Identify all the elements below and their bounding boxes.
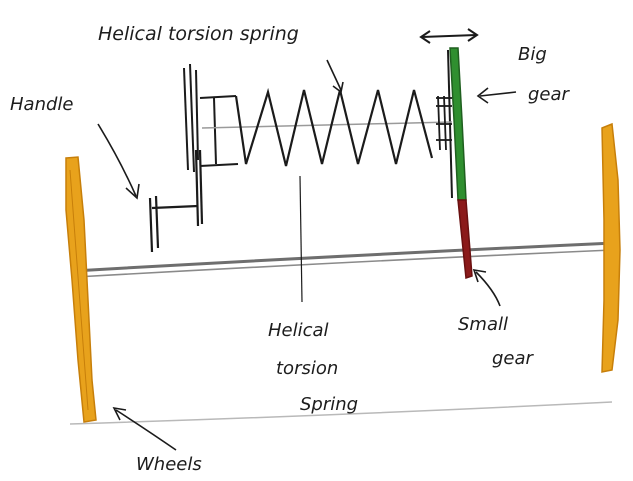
right-wheel [601,122,621,373]
label-spring-bottom-line3: Spring [300,394,358,415]
label-big-gear-line2: gear [528,84,571,105]
handle [148,149,204,253]
spring-shaft [201,121,453,129]
arrow-to-spring [326,59,344,94]
label-wheels: Wheels [136,454,202,475]
rotation-arrow [419,28,479,44]
spring-leader-line [299,175,303,303]
label-spring-top: Helical torsion spring [98,23,299,45]
left-wheel [65,156,97,423]
spring-clamp [436,95,452,151]
spring-bracket [183,63,239,173]
ground-line [69,401,613,425]
label-handle: Handle [10,94,73,115]
label-spring-bottom-line1: Helical [268,320,329,341]
arrow-to-wheel [112,406,177,451]
axle [73,241,615,278]
label-small-gear-line1: Small [458,314,508,335]
label-big-gear-line1: Big [518,44,547,65]
arrow-to-big-gear [476,87,517,104]
label-small-gear-line2: gear [492,348,535,369]
label-spring-bottom-line2: torsion [276,358,338,379]
small-gear [457,199,473,280]
arrow-to-handle [97,123,140,200]
arrow-to-small-gear [472,268,501,307]
helical-torsion-spring [234,87,434,167]
